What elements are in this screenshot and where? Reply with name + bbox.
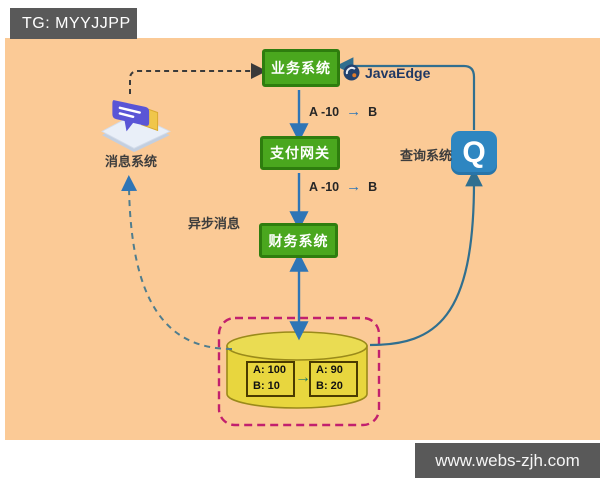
db-before-line2: B: 10 bbox=[253, 380, 280, 392]
transfer2-from: A -10 bbox=[309, 179, 340, 194]
node-payment-gateway: 支付网关 bbox=[260, 136, 340, 170]
connector-query-to-business bbox=[335, 57, 476, 130]
connector-database-to-message-async bbox=[121, 175, 233, 350]
transfer-label-2: A -10 → B bbox=[309, 179, 377, 194]
transaction-boundary-dashed-rect bbox=[217, 316, 381, 427]
transfer1-from: A -10 bbox=[309, 104, 340, 119]
db-state-change-arrow-icon: → bbox=[295, 369, 311, 386]
transfer1-to: B bbox=[368, 104, 378, 119]
right-arrow-icon: → bbox=[346, 103, 362, 120]
brand-label: JavaEdge bbox=[365, 64, 431, 81]
db-state-before: A: 100 B: 10 bbox=[246, 361, 295, 397]
connector-message-to-business bbox=[129, 63, 267, 94]
query-system-q-icon: Q bbox=[451, 131, 497, 175]
query-system-label: 查询系统 bbox=[400, 148, 453, 163]
node-finance-system: 财务系统 bbox=[259, 223, 338, 258]
node-business-system: 业务系统 bbox=[262, 49, 340, 87]
db-before-line1: A: 100 bbox=[253, 364, 287, 377]
message-system-label: 消息系统 bbox=[104, 154, 157, 169]
connector-database-to-query bbox=[369, 168, 483, 347]
watermark-bottom-right: www.webs-zjh.com bbox=[415, 443, 600, 478]
transfer-label-1: A -10 → B bbox=[309, 104, 377, 119]
message-system-icon bbox=[100, 100, 171, 153]
db-state-after: A: 90 B: 20 bbox=[309, 361, 358, 397]
db-after-line1: A: 90 bbox=[316, 364, 343, 377]
transfer2-to: B bbox=[368, 179, 378, 194]
brand-javaedge: JavaEdge bbox=[343, 64, 430, 81]
async-message-label: 异步消息 bbox=[188, 216, 241, 231]
javaedge-logo-icon bbox=[343, 64, 360, 81]
db-after-line2: B: 20 bbox=[316, 380, 343, 392]
right-arrow-icon: → bbox=[346, 178, 362, 195]
watermark-top-left: TG: MYYJJPP bbox=[10, 8, 137, 39]
